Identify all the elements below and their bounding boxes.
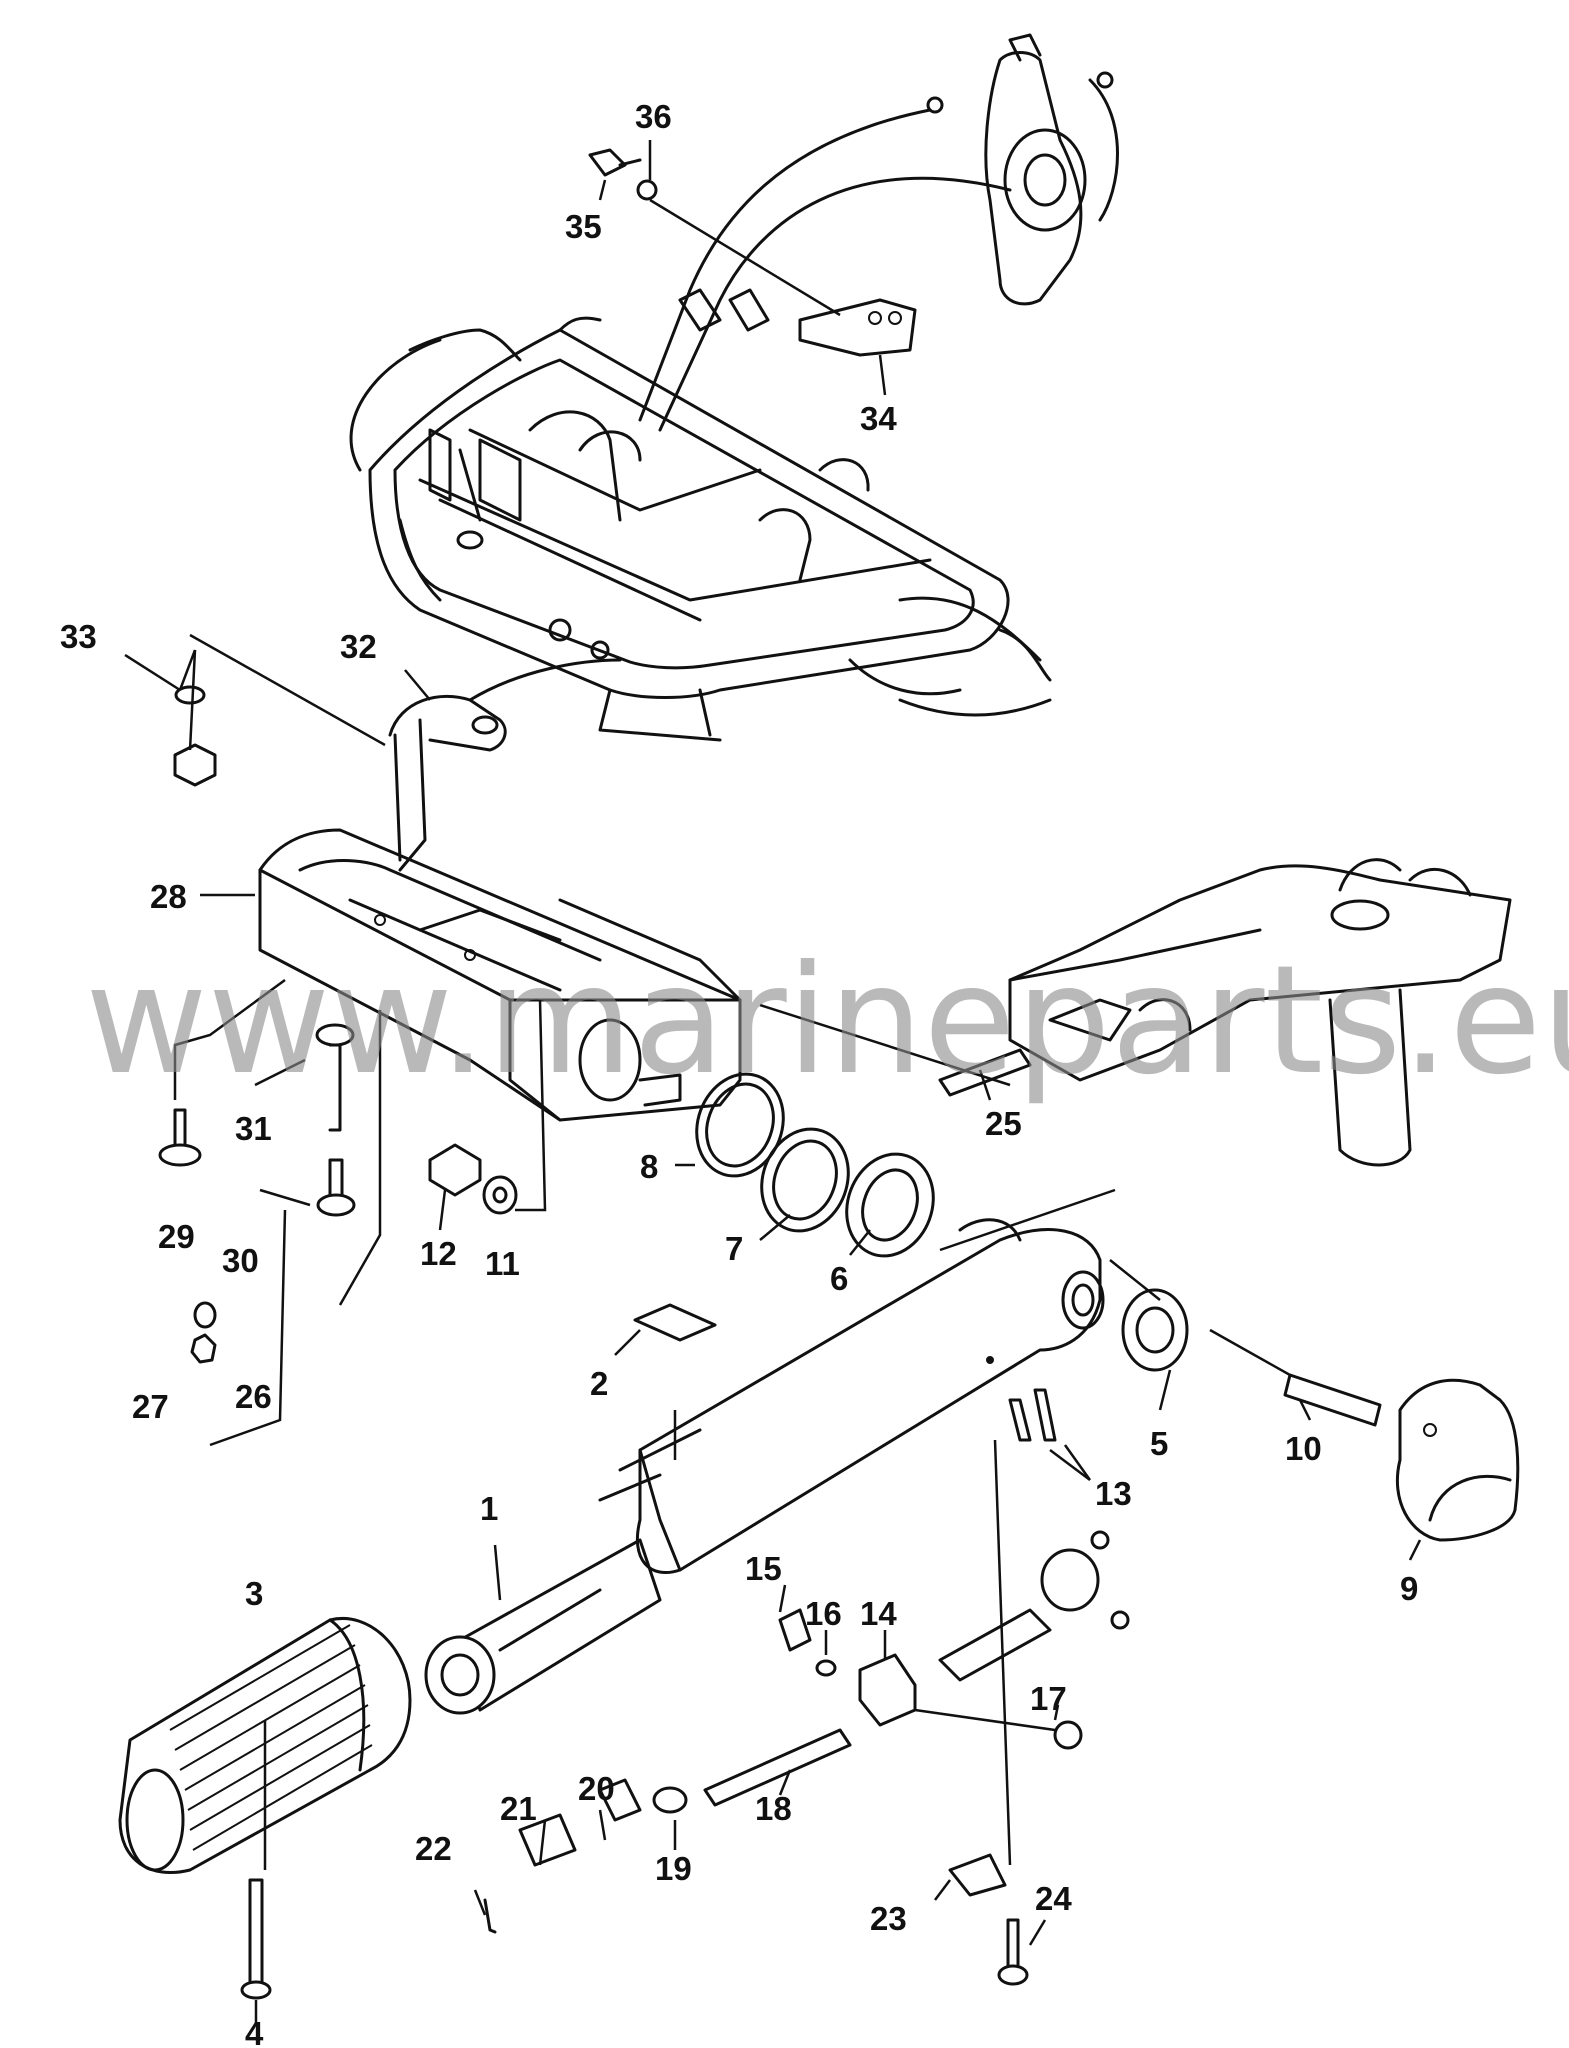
callout-30: 30 [222,1242,259,1279]
callout-22: 22 [415,1830,452,1867]
link-bar-drawing [388,658,622,872]
steering-bracket-drawing [258,828,742,1122]
clip-2-drawing [633,1303,717,1342]
callout-1: 1 [480,1490,498,1527]
bushing-5-drawing [1121,1288,1189,1372]
callout-labels: 1 2 3 4 5 6 7 8 9 10 11 12 13 14 15 16 1… [60,98,1418,2048]
nut-washer-drawing [428,1143,518,1215]
callout-8: 8 [640,1148,658,1185]
callout-16: 16 [805,1595,842,1632]
callout-35: 35 [565,208,602,245]
motor-frame-drawing [349,316,1052,742]
callout-34: 34 [860,400,897,437]
callout-33: 33 [60,618,97,655]
grip-drawing [118,1617,412,1875]
washers-drawing [695,1072,935,1258]
callout-13: 13 [1095,1475,1132,1512]
callout-9: 9 [1400,1570,1418,1607]
callout-27: 27 [132,1388,169,1425]
callout-19: 19 [655,1850,692,1887]
stud-10-drawing [1283,1373,1382,1427]
callout-14: 14 [860,1595,897,1632]
callout-25: 25 [985,1105,1022,1142]
callout-29: 29 [158,1218,195,1255]
callout-2: 2 [590,1365,608,1402]
pin-25-drawing [938,1048,1032,1097]
callout-24: 24 [1035,1880,1072,1917]
callout-21: 21 [500,1790,537,1827]
leader-lines [124,140,1422,2025]
callout-31: 31 [235,1110,272,1147]
callout-7: 7 [725,1230,743,1267]
swivel-bracket-drawing [1008,858,1512,1167]
callout-11: 11 [485,1245,520,1282]
callout-3: 3 [245,1575,263,1612]
callout-18: 18 [755,1790,792,1827]
throttle-cables-drawing [638,33,1119,432]
bolt-4-drawing [240,1878,272,2000]
callout-15: 15 [745,1550,782,1587]
callout-20: 20 [578,1770,615,1807]
screws-top-drawing [588,148,658,201]
callout-4: 4 [245,2015,264,2048]
callout-23: 23 [870,1900,907,1937]
callout-28: 28 [150,878,187,915]
watermark-text: www.marineparts.eu [85,934,1569,1108]
tiller-arm-drawing [424,1218,1105,1715]
bolts-left-drawing [158,685,356,1364]
cover-9-drawing [1395,1378,1520,1542]
callout-26: 26 [235,1378,272,1415]
callout-12: 12 [420,1235,457,1272]
callout-32: 32 [340,628,377,665]
callout-5: 5 [1150,1425,1168,1462]
callout-10: 10 [1285,1430,1322,1467]
callout-17: 17 [1030,1680,1067,1717]
callout-36: 36 [635,98,672,135]
callout-6: 6 [830,1260,848,1297]
